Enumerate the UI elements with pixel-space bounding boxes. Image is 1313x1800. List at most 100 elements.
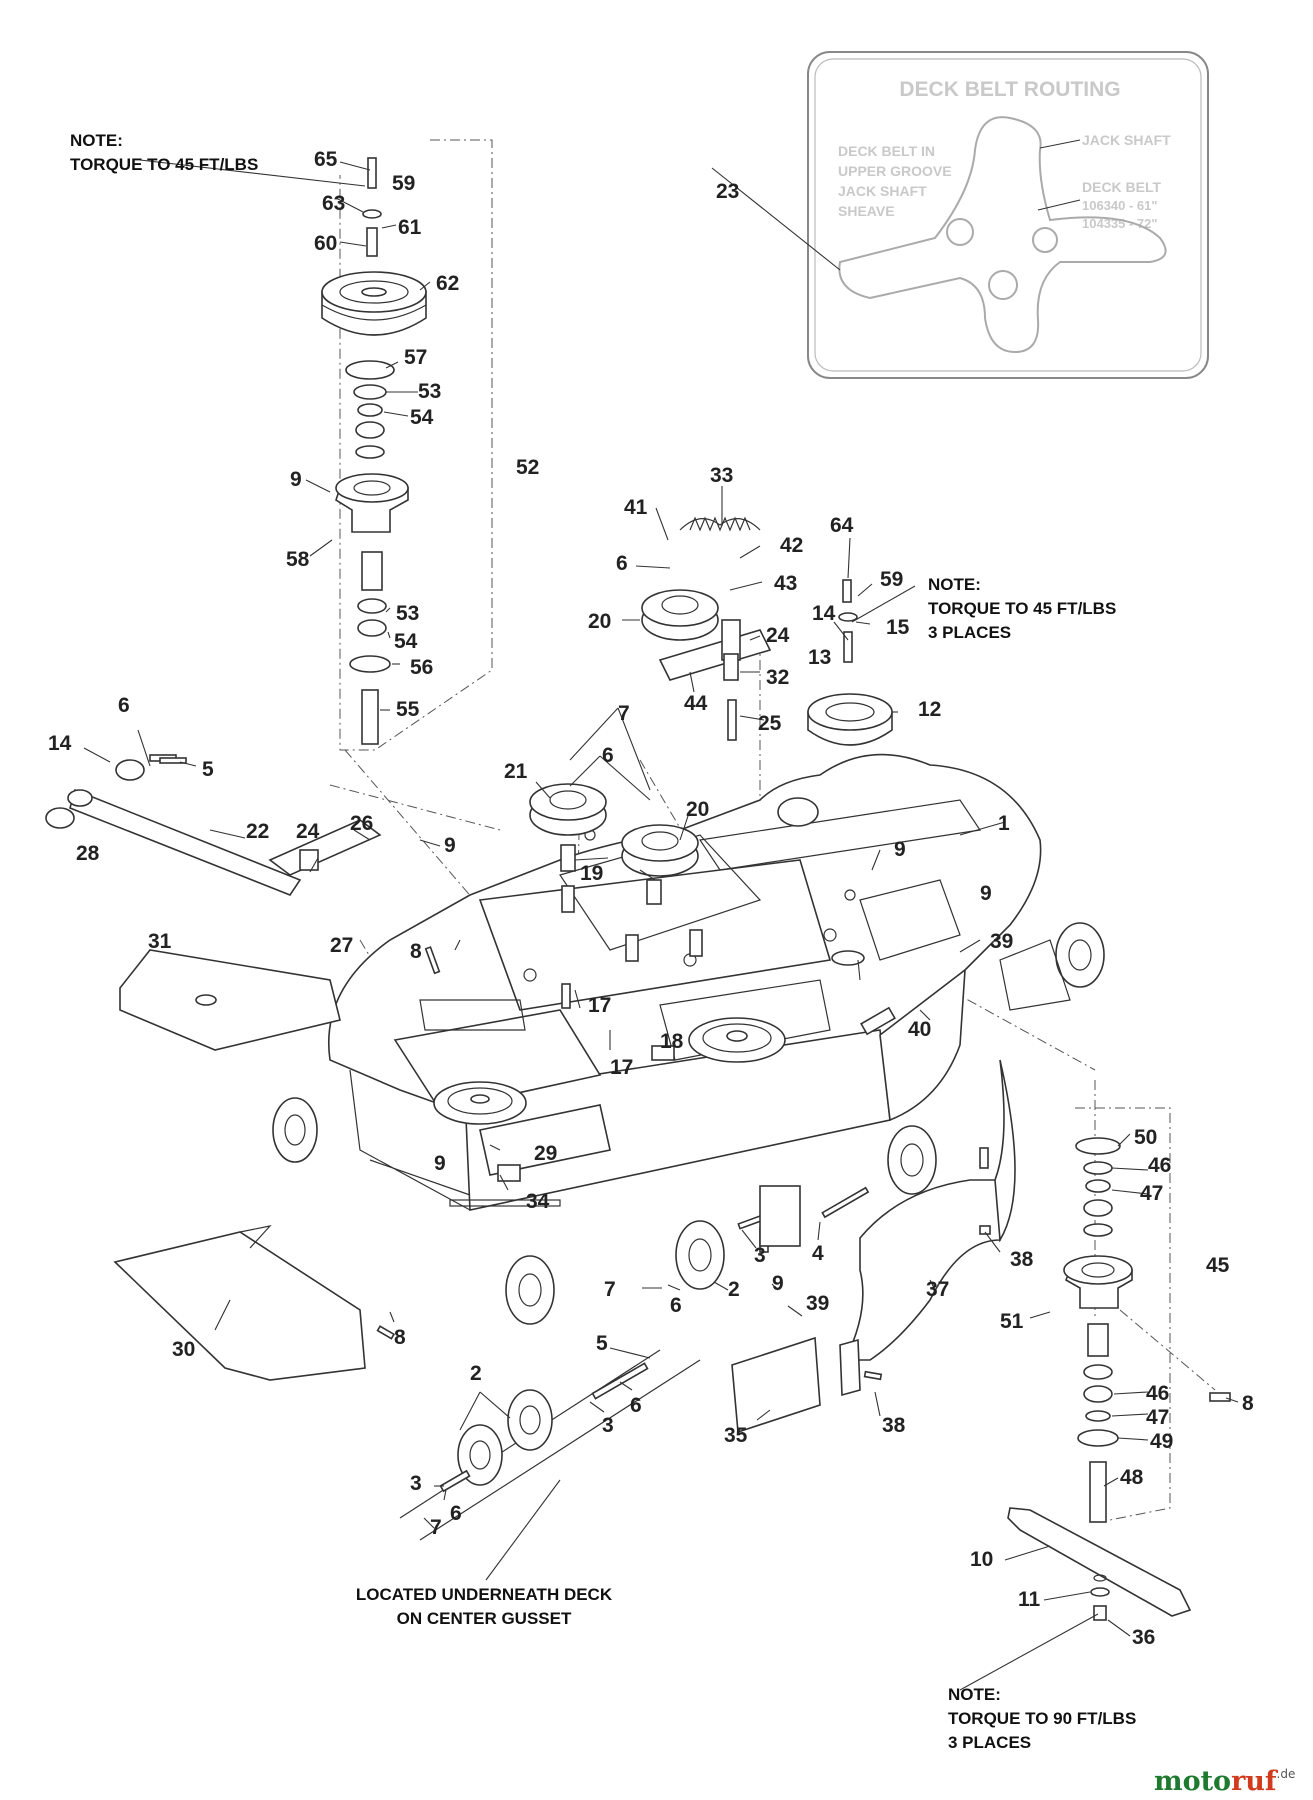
callout-2: 2 [728, 1278, 740, 1301]
callout-1: 1 [998, 812, 1010, 835]
callout-38: 38 [1010, 1248, 1034, 1271]
callout-47: 47 [1140, 1182, 1163, 1205]
callout-49: 49 [1150, 1430, 1173, 1453]
deck-wheel-rear-top [777, 797, 819, 827]
deck-wheel-right-rear [1055, 922, 1105, 988]
discharge-chute-30 [113, 1225, 366, 1381]
callout-8: 8 [394, 1326, 406, 1349]
baffle-37 [843, 1059, 1016, 1361]
hardware [159, 757, 1231, 1402]
callout-40: 40 [908, 1018, 931, 1041]
callout-18: 18 [660, 1030, 684, 1053]
callout-3: 3 [410, 1472, 422, 1495]
callout-7: 7 [604, 1278, 616, 1301]
callout-5: 5 [202, 758, 214, 781]
callout-8: 8 [1242, 1392, 1254, 1415]
callout-30: 30 [172, 1338, 195, 1361]
callout-32: 32 [766, 666, 789, 689]
watermark-logo: motoruf.de [1154, 1766, 1295, 1797]
svg-text:104335 - 72": 104335 - 72" [1082, 216, 1158, 231]
idler-arm-assembly [641, 516, 772, 741]
routing-center-spindle-sheave [988, 270, 1018, 300]
callout-38: 38 [882, 1414, 906, 1437]
spring-33 [689, 516, 751, 532]
callout-62: 62 [436, 272, 459, 295]
svg-text:DECK BELT: DECK BELT [1082, 179, 1162, 195]
callout-59: 59 [392, 172, 415, 195]
svg-text:NOTE:: NOTE: [928, 575, 981, 594]
svg-text:UPPER GROOVE: UPPER GROOVE [838, 163, 952, 179]
leader-lines [83, 159, 1239, 1691]
svg-text:LOCATED UNDERNEATH DECK: LOCATED UNDERNEATH DECK [356, 1585, 613, 1604]
callout-36: 36 [1132, 1626, 1155, 1649]
bracket-35 [731, 1336, 861, 1434]
routing-belt-path [838, 116, 1167, 354]
callout-64: 64 [830, 514, 854, 537]
drive-sheave-62 [321, 271, 427, 336]
right-spindle-assembly [1063, 1137, 1133, 1523]
routing-jack-shaft-label: JACK SHAFT [1082, 132, 1171, 148]
callout-10: 10 [970, 1548, 993, 1571]
callout-65: 65 [314, 148, 338, 171]
callout-28: 28 [76, 842, 100, 865]
callout-14: 14 [812, 602, 836, 625]
callout-26: 26 [350, 812, 373, 835]
underneath-gauge-wheels [399, 1349, 701, 1541]
callout-6: 6 [450, 1502, 462, 1525]
idler-pulley-20-upper [641, 589, 719, 641]
routing-jack-shaft-leader [1039, 139, 1081, 149]
callout-59: 59 [880, 568, 903, 591]
callout-12: 12 [918, 698, 941, 721]
callout-3: 3 [754, 1244, 766, 1267]
deck-spindle-sheave-center [688, 1017, 786, 1063]
jackshaft-sheave-12 [807, 579, 893, 746]
deck-spindle-sheave-left [433, 1081, 527, 1125]
callout-60: 60 [314, 232, 337, 255]
callout-23: 23 [716, 180, 739, 203]
routing-jack-shaft-sheave [946, 218, 974, 246]
callout-20: 20 [588, 610, 611, 633]
callout-61: 61 [398, 216, 422, 239]
callout-7: 7 [618, 702, 630, 725]
svg-text:TORQUE TO 45 FT/LBS: TORQUE TO 45 FT/LBS [928, 599, 1116, 618]
svg-text:NOTE:: NOTE: [948, 1685, 1001, 1704]
callout-17: 17 [588, 994, 611, 1017]
callout-42: 42 [780, 534, 803, 557]
svg-text:SHEAVE: SHEAVE [838, 203, 895, 219]
svg-text:3 PLACES: 3 PLACES [928, 623, 1011, 642]
callout-54: 54 [410, 406, 434, 429]
callout-8: 8 [410, 940, 422, 963]
callout-57: 57 [404, 346, 427, 369]
svg-text:JACK SHAFT: JACK SHAFT [838, 183, 927, 199]
deck-belt-routing-decal: DECK BELT ROUTING DECK BELT IN UPPER GRO… [807, 51, 1209, 379]
callout-50: 50 [1134, 1126, 1157, 1149]
callout-52: 52 [516, 456, 539, 479]
callout-9: 9 [980, 882, 992, 905]
callout-6: 6 [602, 744, 614, 767]
callout-34: 34 [526, 1190, 550, 1213]
routing-deck-belt-label: DECK BELT 106340 - 61" 104335 - 72" [1082, 179, 1162, 231]
callout-31: 31 [148, 930, 172, 953]
callout-56: 56 [410, 656, 433, 679]
callout-45: 45 [1206, 1254, 1230, 1277]
callout-2: 2 [470, 1362, 482, 1385]
mower-deck [328, 753, 1042, 1211]
idler-pulley-20-lower [621, 824, 699, 905]
routing-upper-groove-label: DECK BELT IN UPPER GROOVE JACK SHAFT SHE… [838, 143, 952, 219]
idler-pulley-21 [529, 783, 607, 872]
callout-24: 24 [296, 820, 320, 843]
callout-6: 6 [670, 1294, 682, 1317]
callout-48: 48 [1120, 1466, 1144, 1489]
callout-43: 43 [774, 572, 797, 595]
callout-24: 24 [766, 624, 790, 647]
svg-text:ON CENTER GUSSET: ON CENTER GUSSET [397, 1609, 572, 1628]
callout-25: 25 [758, 712, 782, 735]
callout-17: 17 [610, 1056, 633, 1079]
svg-text:TORQUE TO 90 FT/LBS: TORQUE TO 90 FT/LBS [948, 1709, 1136, 1728]
deck-wheel-left-rear [272, 1097, 318, 1163]
callout-35: 35 [724, 1424, 748, 1447]
note-top-left: NOTE: TORQUE TO 45 FT/LBS [70, 131, 258, 174]
callout-13: 13 [808, 646, 831, 669]
callout-14: 14 [48, 732, 72, 755]
